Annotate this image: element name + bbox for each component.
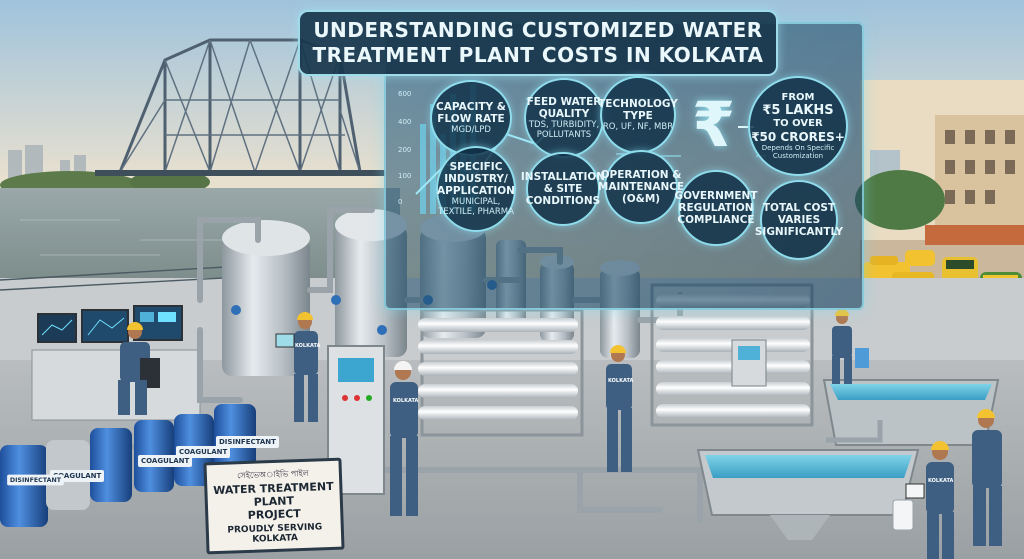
drum-label: DISINFECTANT <box>7 474 64 486</box>
factor-title: CAPACITY & FLOW RATE <box>436 101 506 125</box>
factor-regulation: GOVERNMENT REGULATION COMPLIANCE <box>675 170 758 246</box>
vest-label: KOLKATA <box>928 478 954 484</box>
title-line-2: TREATMENT PLANT COSTS IN KOLKATA <box>312 43 764 67</box>
drum-label: COAGULANT <box>176 446 231 458</box>
factor-title: INSTALLATION & SITE CONDITIONS <box>520 171 606 207</box>
axis-tick: 200 <box>398 146 412 154</box>
sign-line-2: PROJECT <box>247 506 302 522</box>
factor-title: TOTAL COST VARIES SIGNIFICANTLY <box>754 202 844 238</box>
factor-title: FEED WATER QUALITY <box>526 96 602 120</box>
factor-technology: TECHNOLOGY TYPE RO, UF, NF, MBR <box>598 76 678 154</box>
factor-om: OPERATION & MAINTENANCE (O&M) <box>598 150 684 224</box>
factor-subtitle: MUNICIPAL, TEXTILE, PHARMA <box>438 197 514 217</box>
factor-title: SPECIFIC INDUSTRY/ APPLICATION <box>437 161 515 197</box>
factor-capacity: CAPACITY & FLOW RATE MGD/LPD <box>430 80 512 156</box>
vest-label: KOLKATA <box>393 398 419 404</box>
price-low: ₹5 LAKHS <box>762 103 834 118</box>
project-sign: সেইভেঅাইভি পাইল WATER TREATMENT PLANT PR… <box>203 457 345 555</box>
price-high: ₹50 CRORES+ <box>751 130 845 144</box>
factor-installation: INSTALLATION & SITE CONDITIONS <box>521 152 605 226</box>
price-from: FROM <box>781 92 815 103</box>
factor-title: GOVERNMENT REGULATION COMPLIANCE <box>674 190 758 226</box>
factor-industry: SPECIFIC INDUSTRY/ APPLICATION MUNICIPAL… <box>436 146 516 232</box>
price-note: Depends On Specific Customization <box>761 144 835 160</box>
factor-total-cost: TOTAL COST VARIES SIGNIFICANTLY <box>755 180 843 260</box>
axis-tick: 400 <box>398 118 412 126</box>
factor-subtitle: TDS, TURBIDITY, POLLUTANTS <box>528 120 600 140</box>
factor-feed-water: FEED WATER QUALITY TDS, TURBIDITY, POLLU… <box>524 78 604 158</box>
price-to: TO OVER <box>773 118 823 129</box>
vest-label: KOLKATA <box>295 343 321 349</box>
arrow-icon <box>738 126 754 128</box>
factor-title: TECHNOLOGY TYPE <box>598 98 678 122</box>
rupee-icon: ₹ <box>692 88 736 161</box>
sign-line-3: PROUDLY SERVING KOLKATA <box>227 521 323 545</box>
title-line-1: UNDERSTANDING CUSTOMIZED WATER <box>313 18 763 42</box>
axis-tick: 100 <box>398 172 412 180</box>
page-title: UNDERSTANDING CUSTOMIZED WATER TREATMENT… <box>298 10 778 76</box>
vest-label: KOLKATA <box>608 378 634 384</box>
sign-line-1: WATER TREATMENT PLANT <box>212 479 334 509</box>
drum-label: DISINFECTANT <box>216 436 279 448</box>
drum-label: COAGULANT <box>138 455 193 467</box>
axis-tick: 600 <box>398 90 412 98</box>
factor-subtitle: MGD/LPD <box>451 125 491 135</box>
price-range-badge: FROM ₹5 LAKHS TO OVER ₹50 CRORES+ Depend… <box>748 76 848 176</box>
factor-subtitle: RO, UF, NF, MBR <box>602 122 674 132</box>
axis-tick: 0 <box>398 198 403 206</box>
factor-title: OPERATION & MAINTENANCE (O&M) <box>597 169 685 205</box>
